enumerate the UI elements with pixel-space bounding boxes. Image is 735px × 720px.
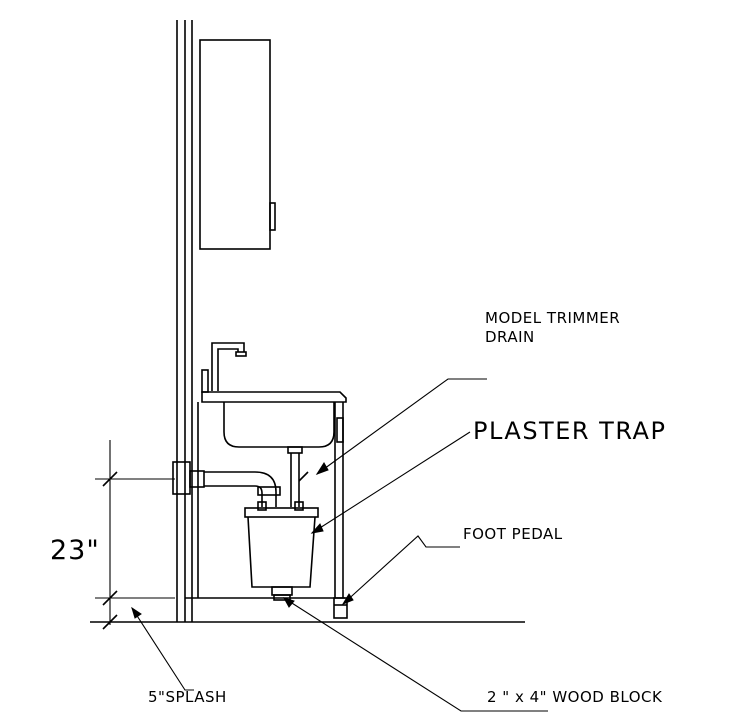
leader-plaster-trap — [310, 431, 471, 534]
wall — [176, 20, 193, 622]
splash-label: 5"SPLASH — [148, 688, 227, 706]
leader-foot-pedal — [341, 535, 460, 606]
foot-pedal — [333, 597, 348, 619]
sink-tailpiece — [287, 446, 309, 507]
wood-block-label: 2 " x 4" WOOD BLOCK — [487, 688, 663, 706]
wood-block — [273, 594, 291, 601]
leader-wood-block — [282, 597, 548, 712]
upper-cabinet — [199, 39, 276, 250]
base-cabinet — [185, 402, 345, 599]
sink-bowl — [223, 402, 335, 448]
faucet — [211, 342, 247, 391]
foot-pedal-label: FOOT PEDAL — [463, 525, 563, 543]
dimension-23 — [95, 440, 175, 630]
model-trimmer-label: MODEL TRIMMER — [485, 309, 621, 327]
plaster-trap-label: PLASTER TRAP — [473, 417, 667, 445]
wall-drain-fitting — [172, 461, 205, 495]
countertop — [201, 369, 347, 403]
dimension-label: 23" — [50, 535, 100, 566]
leader-model-trimmer — [315, 378, 487, 475]
plaster-trap — [244, 501, 319, 596]
leader-splash — [131, 606, 194, 691]
drain-pipe — [204, 471, 281, 507]
model-trimmer-label-line2: DRAIN — [485, 328, 535, 346]
